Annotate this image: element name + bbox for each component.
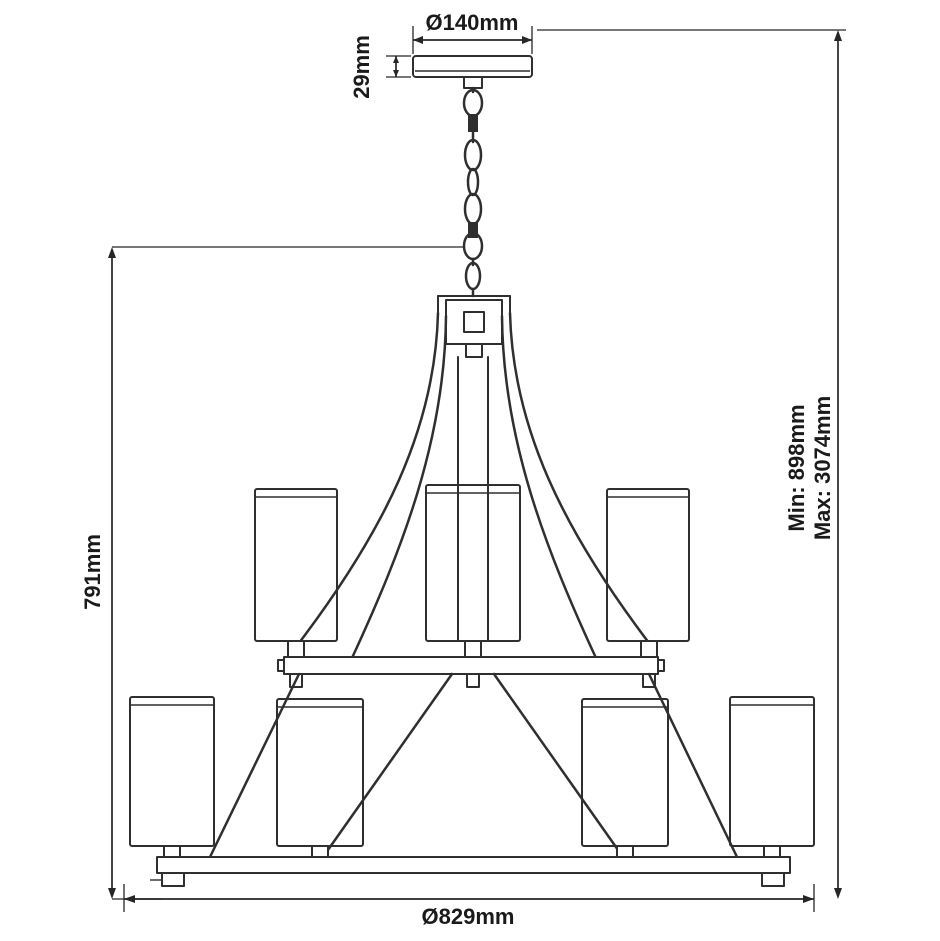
hook-top-clasp [468, 114, 478, 132]
canopy-diameter-label: Ø140mm [426, 10, 519, 35]
ceiling-canopy [412, 55, 533, 89]
canopy-connector [463, 76, 483, 89]
chain-link [463, 138, 483, 172]
lower-shade-far-right [729, 696, 815, 847]
upper-shade-center [425, 484, 521, 642]
upper-cup-right [640, 640, 658, 658]
arrowhead-right [803, 895, 814, 903]
fixture-diameter-label: Ø829mm [422, 904, 515, 929]
canopy-height-label: 29mm [349, 35, 374, 99]
upper-shade-right [606, 488, 690, 642]
suspension-max-label: Max: 3074mm [810, 396, 835, 540]
arrowhead-left [413, 36, 423, 44]
hook-bottom-clasp [468, 222, 478, 238]
lower-shade-far-left [129, 696, 215, 847]
lower-foot-left [161, 872, 185, 887]
diagonal-arm-right-outer [647, 672, 739, 859]
curved-arm-right-outer [508, 311, 651, 645]
curved-arm-left-inner [350, 314, 448, 660]
upper-finial-center [466, 673, 480, 688]
arrowhead-up [393, 56, 399, 63]
upper-ring-bar [283, 656, 659, 675]
dimension-fixture-diameter: Ø829mm [123, 884, 815, 929]
lower-tier [129, 672, 815, 887]
chain-link [463, 192, 483, 226]
curved-arm-left-outer [297, 311, 440, 645]
chain-assembly [462, 86, 484, 298]
hub-detail [463, 311, 485, 333]
upper-shade-left [254, 488, 338, 642]
hub-stem-connector [465, 343, 483, 358]
lower-cup-far-right [763, 845, 781, 858]
curved-arm-right-inner [500, 314, 598, 660]
diagonal-arm-left-outer [208, 672, 301, 859]
lower-cup-left-center [311, 845, 329, 858]
dimension-suspension-height: Min: 898mm Max: 3074mm [537, 29, 846, 899]
lower-shade-left-center [276, 698, 364, 847]
fixture-frame [297, 295, 651, 660]
arrowhead-down [108, 888, 116, 899]
canopy-plate [412, 55, 533, 78]
dimension-fixture-height: 791mm [80, 246, 465, 900]
upper-tier [254, 484, 690, 688]
arrowhead-up [108, 247, 116, 258]
upper-ring-end-right [657, 659, 665, 672]
lower-cup-far-left [163, 845, 181, 858]
hook-top-loop [462, 88, 484, 118]
arrowhead-right [522, 36, 532, 44]
chain-link [464, 261, 482, 291]
lower-ring-bar [156, 856, 791, 874]
arrowhead-down [834, 888, 842, 899]
lower-foot-right [761, 872, 785, 887]
arrowhead-up [834, 30, 842, 41]
upper-cup-left [287, 640, 305, 658]
arrowhead-down [393, 70, 399, 77]
suspension-min-label: Min: 898mm [784, 404, 809, 531]
lower-cup-right-center [616, 845, 634, 858]
diagonal-arm-center-left [321, 672, 454, 859]
hub-body [445, 299, 503, 345]
upper-ring-end-left [277, 659, 285, 672]
dimension-canopy-height: 29mm [349, 35, 411, 99]
arrowhead-left [124, 895, 135, 903]
chain-link [466, 167, 480, 197]
dimension-canopy-diameter: Ø140mm [412, 10, 533, 54]
fixture-height-label: 791mm [80, 534, 105, 610]
diagonal-arm-center-right [492, 672, 625, 859]
lower-shade-right-center [581, 698, 669, 847]
upper-cup-center [464, 640, 482, 658]
